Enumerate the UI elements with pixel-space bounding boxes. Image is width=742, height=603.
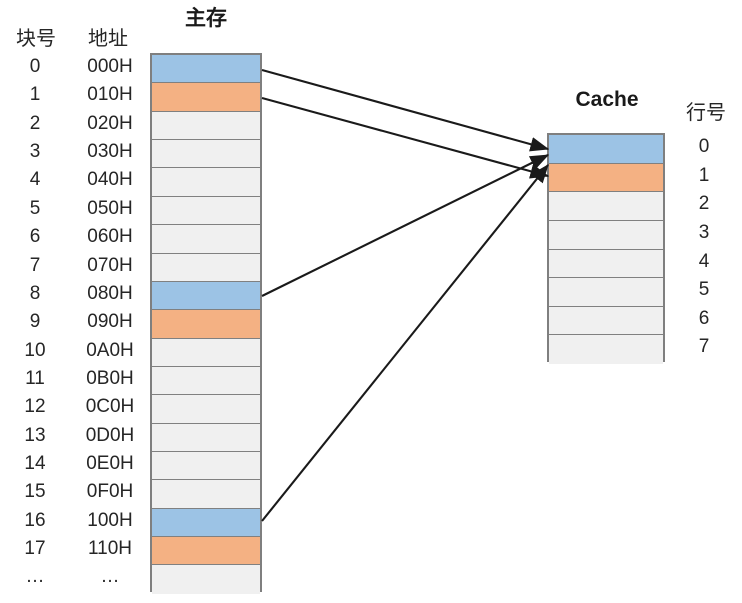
block-address-label: 040H — [87, 169, 133, 191]
mapping-arrow — [261, 154, 550, 297]
block-number-label: 16 — [24, 509, 46, 531]
main-memory-block — [152, 281, 260, 311]
block-address-label: 110H — [87, 538, 132, 560]
block-number-label: 12 — [24, 396, 46, 418]
main-memory-table — [150, 53, 262, 594]
cache-line-number-label: 1 — [698, 164, 710, 186]
main-memory-block — [152, 338, 260, 367]
block-address-label: 030H — [87, 141, 133, 163]
block-number-label: 14 — [24, 453, 46, 475]
main-memory-block — [152, 565, 260, 594]
cache-line — [549, 306, 663, 336]
cache-line — [549, 249, 663, 279]
block-address-label: 060H — [87, 226, 133, 248]
block-number-label: 3 — [29, 141, 41, 163]
main-memory-block — [152, 111, 260, 141]
block-number-label: 8 — [29, 282, 41, 304]
block-number-label: 1 — [29, 84, 41, 106]
main-memory-block — [152, 225, 260, 254]
block-address-label: 080H — [87, 282, 133, 304]
block-address-label: 0E0H — [86, 453, 134, 475]
main-memory-block — [152, 537, 260, 566]
cache-line-number-label: 2 — [698, 193, 710, 215]
main-memory-block — [152, 55, 260, 84]
block-number-label: 10 — [24, 339, 46, 361]
main-memory-block — [152, 480, 260, 509]
block-address-label: 0B0H — [86, 367, 134, 389]
title-main-memory: 主存 — [185, 7, 227, 30]
block-address-label: 070H — [87, 254, 133, 276]
block-address-label: 0D0H — [85, 424, 135, 446]
block-number-label: 7 — [29, 254, 41, 276]
cache-table — [547, 133, 665, 364]
main-memory-address-column: 000H 010H 020H 030H 040H 050H 060H 070H 080H 090H… — [72, 53, 148, 592]
cache-line-number-label: 5 — [698, 279, 710, 301]
cache-line — [549, 278, 663, 307]
cache-line — [549, 163, 663, 193]
main-memory-block — [152, 140, 260, 169]
cache-line-number-label: 6 — [698, 307, 710, 329]
cache-line — [549, 135, 663, 164]
header-line-no: 行号 — [686, 102, 726, 124]
block-address-label: 0C0H — [85, 396, 135, 418]
main-memory-block — [152, 423, 260, 453]
main-memory-block — [152, 196, 260, 226]
mapping-arrow — [261, 96, 550, 179]
block-address-label: 020H — [87, 112, 133, 134]
cache-line-number-label: 7 — [698, 336, 710, 358]
block-address-label: 0A0H — [86, 339, 134, 361]
block-address-label: 000H — [87, 56, 133, 77]
header-address: 地址 — [88, 28, 128, 50]
cache-line-number-label: 3 — [698, 221, 710, 243]
cache-line-number-label: 0 — [698, 136, 710, 157]
block-number-label: 13 — [24, 424, 46, 446]
block-address-label: 0F0H — [86, 481, 134, 503]
main-memory-block — [152, 366, 260, 396]
cache-line-number-column: 0 1 2 3 4 5 6 7 — [676, 133, 732, 362]
block-number-label: 2 — [29, 112, 41, 134]
block-number-label: … — [25, 566, 45, 588]
block-number-label: 0 — [29, 56, 41, 77]
main-memory-block — [152, 83, 260, 112]
mapping-arrow — [261, 68, 550, 152]
mapping-arrow — [261, 164, 549, 522]
block-number-label: 15 — [24, 481, 46, 503]
block-number-label: 9 — [29, 311, 41, 333]
main-memory-block — [152, 508, 260, 538]
main-memory-block — [152, 310, 260, 339]
block-address-label: … — [100, 566, 120, 588]
main-memory-block — [152, 395, 260, 424]
block-address-label: 010H — [87, 84, 133, 106]
title-cache: Cache — [575, 88, 639, 111]
cache-line — [549, 192, 663, 221]
block-number-label: 4 — [29, 169, 41, 191]
block-number-label: 6 — [29, 226, 41, 248]
cache-line — [549, 220, 663, 250]
main-memory-block — [152, 168, 260, 197]
main-memory-block — [152, 452, 260, 481]
header-block-no: 块号 — [16, 28, 56, 50]
block-number-label: 17 — [24, 538, 46, 560]
block-address-label: 050H — [87, 197, 133, 219]
main-memory-block — [152, 253, 260, 282]
block-number-label: 5 — [29, 197, 41, 219]
block-number-label: 11 — [25, 367, 45, 389]
cache-line-number-label: 4 — [698, 250, 710, 272]
cache-line — [549, 335, 663, 364]
block-address-label: 100H — [87, 509, 133, 531]
block-address-label: 090H — [87, 311, 133, 333]
